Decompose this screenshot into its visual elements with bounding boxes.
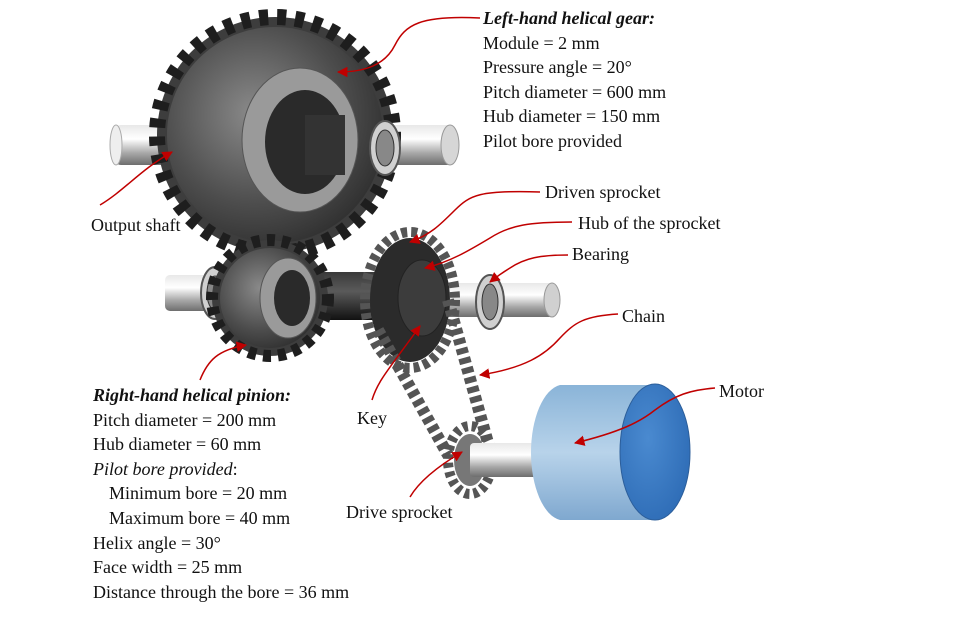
arrow-hub xyxy=(423,221,573,271)
pinion-shaft-end xyxy=(543,282,561,318)
arrow-motor xyxy=(573,387,716,446)
pinion-spec-minimum-bore: Minimum bore = 20 mm xyxy=(109,483,288,504)
label-key: Key xyxy=(357,408,387,428)
pinion-spec-pitch-diameter: Pitch diameter = 200 mm xyxy=(93,409,277,430)
gear-spec-hub-diameter: Hub diameter = 150 mm xyxy=(483,106,661,127)
pinion-spec-hub-diameter: Hub diameter = 60 mm xyxy=(93,434,262,455)
pinion-spec-face-width: Face width = 25 mm xyxy=(93,557,243,578)
chain xyxy=(372,298,496,458)
gear-spec-pilot-bore: Pilot bore provided xyxy=(483,130,622,151)
pinion-spec-pilot-bore: Pilot bore provided xyxy=(93,458,233,479)
arrow-drive-sprocket xyxy=(409,451,463,498)
pinion-spec: Right-hand helical pinion: Pitch diamete… xyxy=(93,383,349,604)
output-shaft-left-end xyxy=(109,124,123,166)
label-hub-of-sprocket: Hub of the sprocket xyxy=(578,213,721,233)
arrow-driven-sprocket xyxy=(409,190,541,244)
motor-shaft xyxy=(470,443,540,477)
arrow-output-shaft xyxy=(99,151,173,206)
gear-spec: Left-hand helical gear: Module = 2 mm Pr… xyxy=(483,6,666,154)
leader-arrows xyxy=(99,16,716,498)
pinion-spec-maximum-bore: Maximum bore = 40 mm xyxy=(109,507,291,528)
motor xyxy=(530,383,691,521)
driven-sprocket xyxy=(360,227,460,373)
gear-spec-title: Left-hand helical gear: xyxy=(483,8,655,28)
label-drive-sprocket: Drive sprocket xyxy=(346,502,453,522)
pinion-spec-title: Right-hand helical pinion: xyxy=(93,385,292,405)
label-chain: Chain xyxy=(622,306,665,326)
output-bearing xyxy=(369,120,401,176)
label-motor: Motor xyxy=(719,381,764,401)
arrow-bearing xyxy=(489,254,569,283)
arrow-pinion xyxy=(199,341,248,381)
arrow-chain xyxy=(478,313,619,379)
arrow-gear xyxy=(336,16,481,78)
gear-spec-module: Module = 2 mm xyxy=(483,32,600,53)
pinion-spec-pilot-bore-line: Pilot bore provided: xyxy=(93,457,349,482)
right-hand-helical-pinion xyxy=(206,234,334,362)
label-driven-sprocket: Driven sprocket xyxy=(545,182,661,202)
output-shaft-end xyxy=(440,124,460,166)
label-output-shaft: Output shaft xyxy=(91,215,181,235)
arrow-key xyxy=(371,325,421,401)
input-bearing xyxy=(475,274,505,330)
label-bearing: Bearing xyxy=(572,244,629,264)
pinion-spec-distance-through-bore: Distance through the bore = 36 mm xyxy=(93,581,350,602)
pinion-spec-pilot-bore-colon: : xyxy=(232,458,238,479)
left-hand-helical-gear xyxy=(149,9,401,261)
pinion-spec-helix-angle: Helix angle = 30° xyxy=(93,532,221,553)
gear-spec-pitch-diameter: Pitch diameter = 600 mm xyxy=(483,81,667,102)
gear-spec-pressure-angle: Pressure angle = 20° xyxy=(483,57,632,78)
